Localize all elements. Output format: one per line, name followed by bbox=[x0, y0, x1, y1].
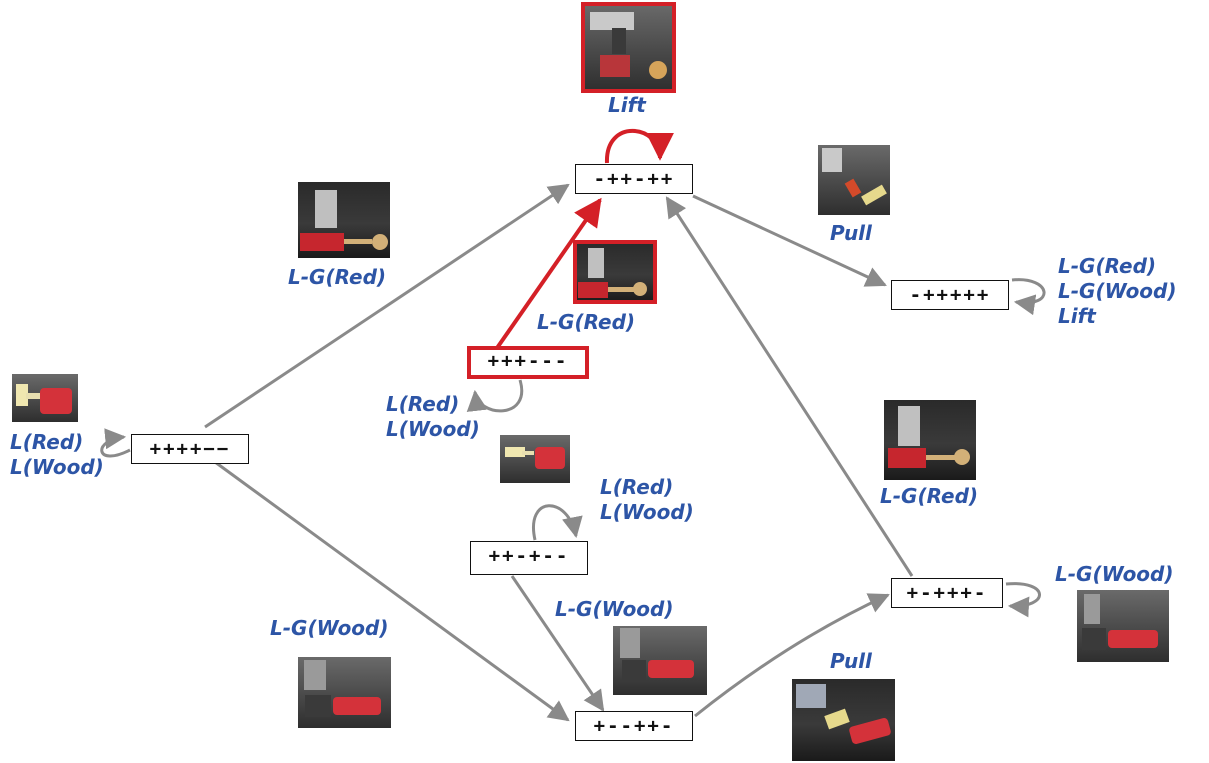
label-lg-wood-right-mid: L-G(Wood) bbox=[1055, 562, 1174, 586]
edge-midlower-to-bottom bbox=[510, 575, 605, 712]
self-loop-mid-lower bbox=[532, 504, 583, 541]
self-loop-right bbox=[1011, 278, 1046, 316]
photo-lg-wood-right-mid bbox=[1077, 590, 1169, 662]
edge-rightmid-to-top bbox=[665, 196, 914, 577]
state-right-mid[interactable]: +-+++- bbox=[891, 578, 1003, 608]
photo-pull-upper-right bbox=[818, 145, 890, 215]
label-pull-upper-right: Pull bbox=[830, 221, 872, 245]
label-lg-red-upper-left: L-G(Red) bbox=[288, 265, 387, 289]
label-mid-upper-self-loop: L(Red) L(Wood) bbox=[386, 392, 480, 441]
label-left-self-loop: L(Red) L(Wood) bbox=[10, 430, 104, 479]
state-top[interactable]: -++-++ bbox=[575, 164, 693, 194]
label-lg-red-right-mid: L-G(Red) bbox=[880, 484, 979, 508]
label-lg-red-center: L-G(Red) bbox=[537, 310, 636, 334]
edge-top-to-right bbox=[692, 194, 887, 287]
photo-mid-upper bbox=[500, 435, 570, 483]
edge-red-midupper-to-top bbox=[495, 197, 602, 350]
state-right[interactable]: -+++++ bbox=[891, 280, 1009, 310]
label-mid-lower-self-loop: L(Red) L(Wood) bbox=[600, 475, 694, 524]
photo-lg-red-right-mid bbox=[884, 400, 976, 480]
photo-lg-wood-center bbox=[613, 626, 707, 695]
state-mid-lower[interactable]: ++-+-- bbox=[470, 541, 588, 575]
photo-pull-bottom bbox=[792, 679, 895, 761]
edge-left-to-top bbox=[204, 183, 570, 429]
label-lift-top: Lift bbox=[608, 93, 646, 117]
state-bottom[interactable]: +--++- bbox=[575, 711, 693, 741]
edge-bottom-to-rightmid bbox=[694, 593, 890, 718]
photo-lift bbox=[581, 2, 676, 93]
self-loop-top-red bbox=[604, 128, 674, 164]
self-loop-mid-upper bbox=[466, 379, 524, 413]
state-left[interactable]: ++++−− bbox=[131, 434, 249, 464]
state-mid-upper[interactable]: +++--- bbox=[467, 346, 589, 379]
label-pull-bottom: Pull bbox=[830, 649, 872, 673]
self-loop-left bbox=[100, 428, 131, 458]
self-loop-right-mid bbox=[1005, 582, 1041, 618]
label-right-self-loop: L-G(Red) L-G(Wood) Lift bbox=[1058, 254, 1177, 328]
photo-left bbox=[12, 374, 78, 422]
label-lg-wood-lower-left: L-G(Wood) bbox=[270, 616, 389, 640]
photo-lg-red-upper-left bbox=[298, 182, 390, 258]
photo-lg-red-center[interactable] bbox=[573, 240, 657, 304]
edge-left-to-bottom bbox=[214, 460, 570, 722]
photo-lg-wood-lower-left bbox=[298, 657, 391, 728]
label-lg-wood-center: L-G(Wood) bbox=[555, 597, 674, 621]
